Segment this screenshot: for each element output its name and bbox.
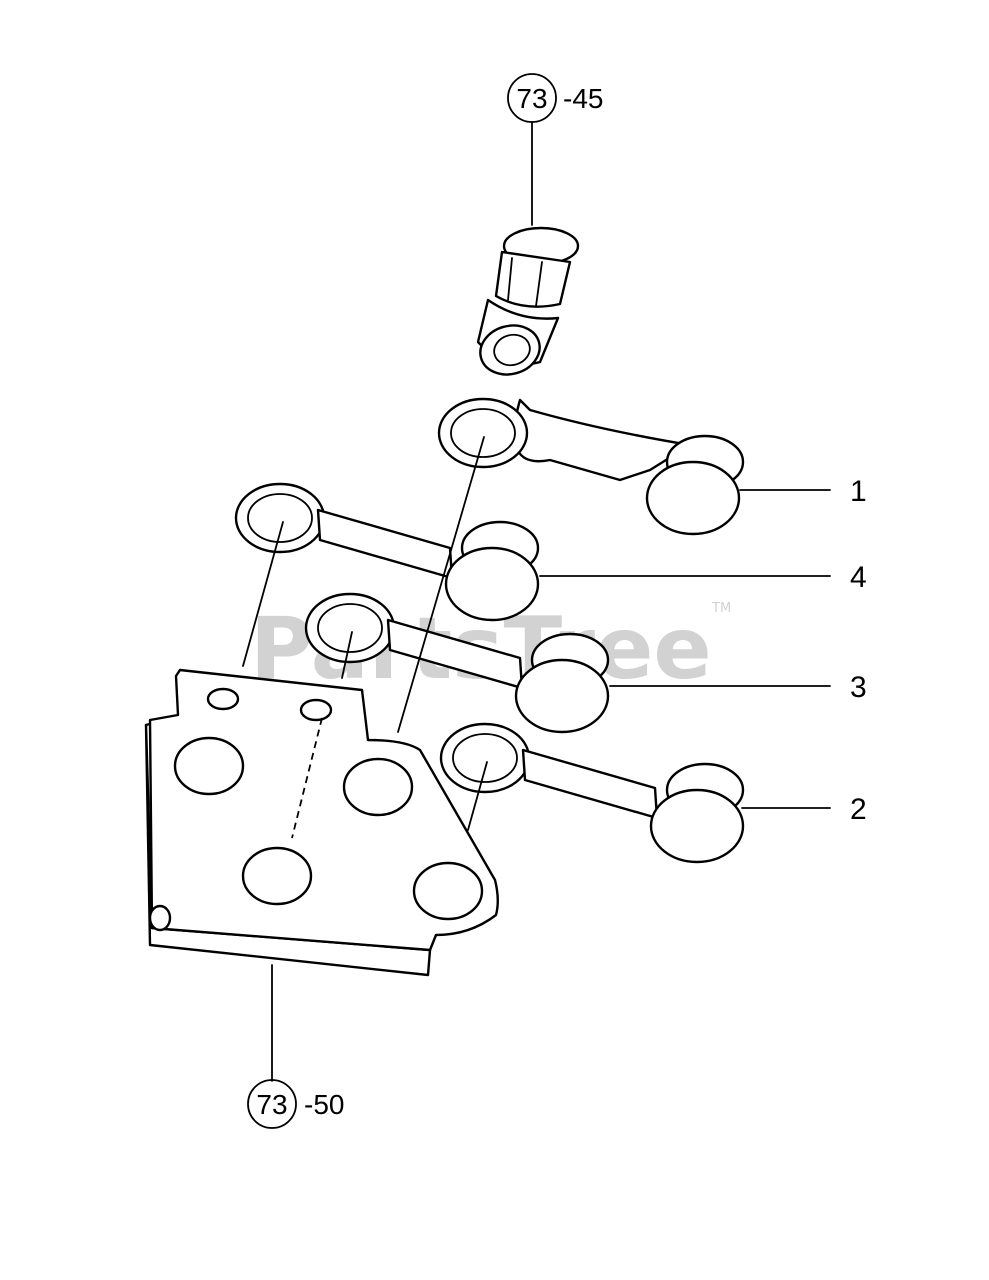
cap-part-1 [437, 397, 745, 536]
reference-circle-bottom [247, 1079, 297, 1129]
cap-part-2 [439, 722, 745, 864]
leader-line-cap2 [467, 761, 488, 831]
cap-part-4 [234, 482, 540, 622]
leader-line-cap4 [242, 521, 284, 667]
svg-text:4: 4 [850, 561, 867, 594]
watermark-tm: TM [711, 601, 731, 616]
hose-fitting [476, 226, 580, 376]
reference-number-top: 73 [516, 83, 547, 114]
callout-4: 4 [539, 561, 867, 594]
reference-suffix-top: -45 [563, 83, 603, 114]
svg-text:3: 3 [850, 671, 867, 704]
reference-number-bottom: 73 [256, 1089, 287, 1120]
callout-2: 2 [741, 793, 867, 826]
callout-1: 1 [739, 475, 867, 508]
leader-line-hose [291, 717, 323, 839]
reference-suffix-bottom: -50 [304, 1089, 344, 1120]
mounting-bracket [144, 668, 499, 977]
cap-part-3 [304, 592, 610, 734]
reference-label-top: 73 -45 [507, 73, 603, 226]
svg-text:1: 1 [850, 475, 867, 508]
leader-line-cap3 [341, 631, 353, 679]
leader-line-cap1 [397, 436, 485, 733]
reference-label-bottom: 73 -50 [247, 964, 344, 1129]
callout-3: 3 [609, 671, 867, 704]
svg-text:2: 2 [850, 793, 867, 826]
